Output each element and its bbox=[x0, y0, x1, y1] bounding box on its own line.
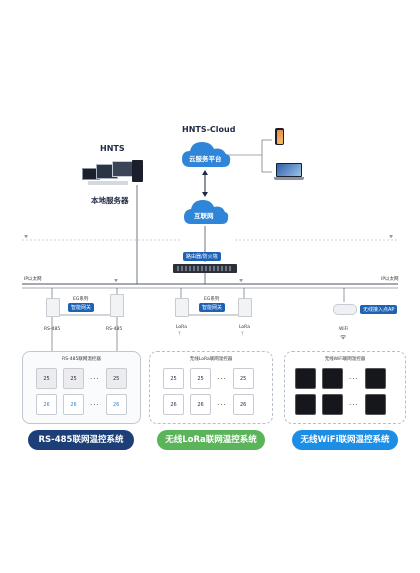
gateway-device-left-a bbox=[46, 298, 60, 317]
gateway-right-series: EG系列 bbox=[204, 297, 220, 302]
internet-label: 互联网 bbox=[194, 212, 214, 220]
rs485-system-pill: RS-485联网温控系统 bbox=[28, 430, 134, 450]
lora-row-2: 26 26 ··· 26 bbox=[163, 394, 254, 415]
laptop-icon bbox=[274, 163, 304, 180]
rs485-label-a: RS-485 bbox=[44, 327, 61, 332]
access-point-icon bbox=[333, 304, 357, 315]
lora-label-a: LoRa bbox=[176, 325, 187, 330]
cloud-title: HNTS-Cloud bbox=[182, 125, 236, 134]
wifi-row-1: ··· bbox=[295, 368, 386, 389]
lora-row-1: 25 25 ··· 25 bbox=[163, 368, 254, 389]
gateway-left-name: 智能网关 bbox=[68, 303, 95, 312]
lora-label-b: LoRa bbox=[239, 325, 250, 330]
rs485-label-b: RS-485 bbox=[106, 327, 123, 332]
lan-label-right: IP以太网 bbox=[381, 277, 399, 282]
lora-thermostat-group: 无线LoRa联网温控器 bbox=[149, 351, 273, 424]
thermostat-panel: 26 bbox=[63, 394, 84, 415]
wifi-icon: ᯤ bbox=[239, 279, 244, 284]
cloud-platform-label: 云服务平台 bbox=[189, 155, 222, 163]
wifi-row-2: ··· bbox=[295, 394, 386, 415]
thermostat-panel: 26 bbox=[232, 394, 254, 415]
thermostat-panel: 26 bbox=[190, 394, 211, 415]
lora-system-pill: 无线LoRa联网温控系统 bbox=[157, 430, 265, 450]
thermostat-panel bbox=[364, 394, 386, 415]
internet-cloud-icon bbox=[184, 200, 229, 224]
wifi-icon: ᯤ bbox=[389, 235, 394, 240]
more-ellipsis: ··· bbox=[90, 374, 100, 383]
wireless-ap-label: 无线接入点AP bbox=[360, 305, 398, 314]
lan-label-left: IP以太网 bbox=[24, 277, 42, 282]
more-ellipsis: ··· bbox=[349, 400, 359, 409]
local-title: HNTS bbox=[100, 144, 125, 153]
wifi-label: WiFi bbox=[339, 327, 349, 332]
router-label: 路由器/防火墙 bbox=[183, 252, 221, 261]
antenna-icon: ᛉ bbox=[178, 332, 181, 337]
rs485-group-title: RS-485联网温控器 bbox=[62, 357, 101, 362]
thermostat-panel: 25 bbox=[232, 368, 254, 389]
thermostat-panel bbox=[322, 368, 343, 389]
gateway-device-right-b bbox=[238, 298, 252, 317]
wifi-icon: ᯤ bbox=[340, 333, 347, 341]
thermostat-panel bbox=[322, 394, 343, 415]
wifi-icon: ᯤ bbox=[24, 235, 29, 240]
more-ellipsis: ··· bbox=[217, 374, 227, 383]
thermostat-panel: 26 bbox=[163, 394, 184, 415]
wifi-thermostat-group: 无线WiFi联网温控器 bbox=[284, 351, 406, 424]
more-ellipsis: ··· bbox=[349, 374, 359, 383]
thermostat-panel bbox=[364, 368, 386, 389]
lora-group-title: 无线LoRa联网温控器 bbox=[189, 357, 233, 362]
antenna-icon: ᛉ bbox=[241, 332, 244, 337]
gateway-device-right-a bbox=[175, 298, 189, 317]
wifi-group-title: 无线WiFi联网温控器 bbox=[324, 357, 366, 362]
more-ellipsis: ··· bbox=[217, 400, 227, 409]
thermostat-panel: 25 bbox=[36, 368, 57, 389]
wifi-system-pill: 无线WiFi联网温控系统 bbox=[292, 430, 398, 450]
more-ellipsis: ··· bbox=[90, 400, 100, 409]
gateway-device-left-b bbox=[110, 294, 124, 317]
wifi-icon: ᯤ bbox=[114, 279, 119, 284]
thermostat-panel bbox=[295, 368, 316, 389]
thermostat-panel: 26 bbox=[36, 394, 57, 415]
local-server-label: 本地服务器 bbox=[91, 196, 129, 205]
thermostat-panel: 26 bbox=[105, 394, 127, 415]
gateway-right-name: 智能网关 bbox=[199, 303, 226, 312]
phone-icon bbox=[275, 128, 284, 145]
thermostat-panel bbox=[295, 394, 316, 415]
rs485-row-1: 25 25 ··· 25 bbox=[36, 368, 127, 389]
cloud-platform-icon bbox=[182, 142, 231, 167]
thermostat-panel: 25 bbox=[105, 368, 127, 389]
rs485-row-2: 26 26 ··· 26 bbox=[36, 394, 127, 415]
gateway-left-series: EG系列 bbox=[73, 297, 89, 302]
thermostat-panel: 25 bbox=[190, 368, 211, 389]
thermostat-panel: 25 bbox=[163, 368, 184, 389]
thermostat-panel: 25 bbox=[63, 368, 84, 389]
router-switch-icon bbox=[173, 264, 237, 273]
server-cluster-icon bbox=[82, 160, 144, 192]
